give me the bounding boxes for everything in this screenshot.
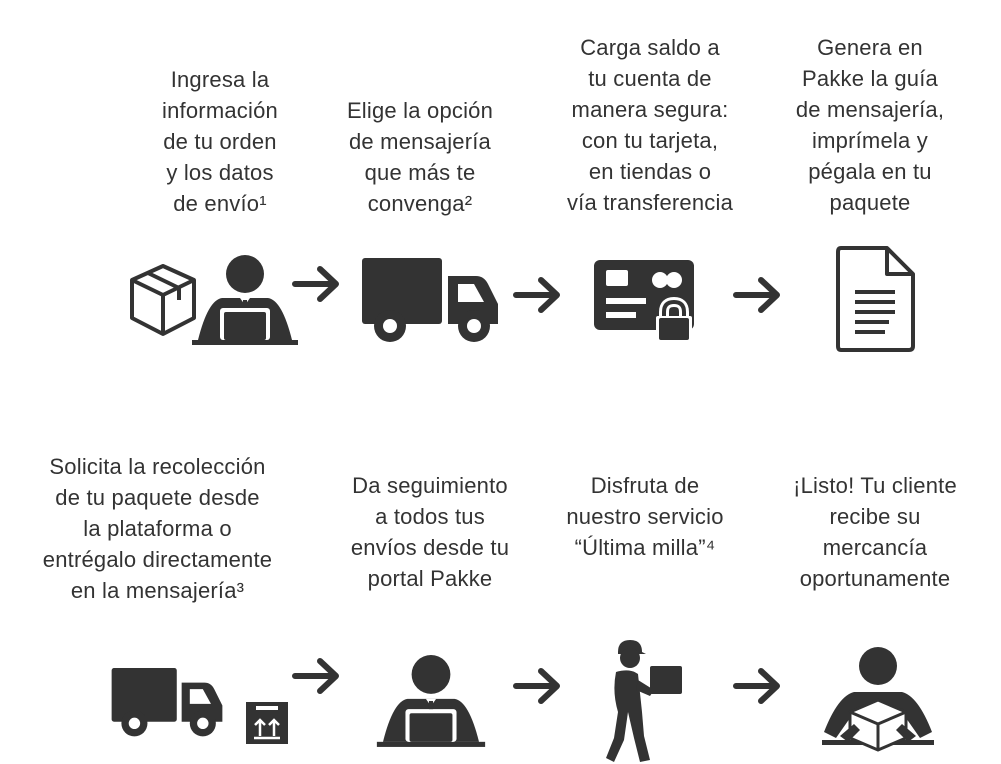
arrow-right-icon	[292, 266, 339, 302]
step-4-text: Genera en Pakke la guía de mensajería, i…	[795, 35, 945, 215]
step-6-text: Da seguimiento a todos tus envíos desde …	[350, 473, 510, 591]
document-icon	[836, 246, 915, 352]
step-2-text: Elige la opción de mensajería que más te…	[346, 98, 494, 216]
step-3-text: Carga saldo a tu cuenta de manera segura…	[566, 35, 734, 215]
arrow-right-icon	[513, 668, 560, 704]
step-5-text: Solicita la recolección de tu paquete de…	[42, 454, 273, 603]
step-8-text: ¡Listo! Tu cliente recibe su mercancía o…	[793, 473, 957, 591]
card-lock-icon	[594, 260, 694, 342]
arrow-right-icon	[292, 658, 339, 694]
truck-icon	[111, 667, 223, 737]
arrow-right-icon	[513, 277, 560, 313]
person-laptop-icon	[376, 655, 486, 747]
courier-icon	[606, 640, 682, 762]
person-box-icon	[822, 647, 934, 752]
step-7-text: Disfruta de nuestro servicio “Última mil…	[566, 473, 724, 560]
package-icon	[246, 702, 288, 744]
person-laptop-icon	[192, 255, 298, 345]
truck-icon	[362, 258, 498, 342]
arrow-right-icon	[733, 277, 780, 313]
arrow-right-icon	[733, 668, 780, 704]
step-1-text: Ingresa la información de tu orden y los…	[162, 67, 278, 216]
box-icon	[130, 264, 196, 336]
